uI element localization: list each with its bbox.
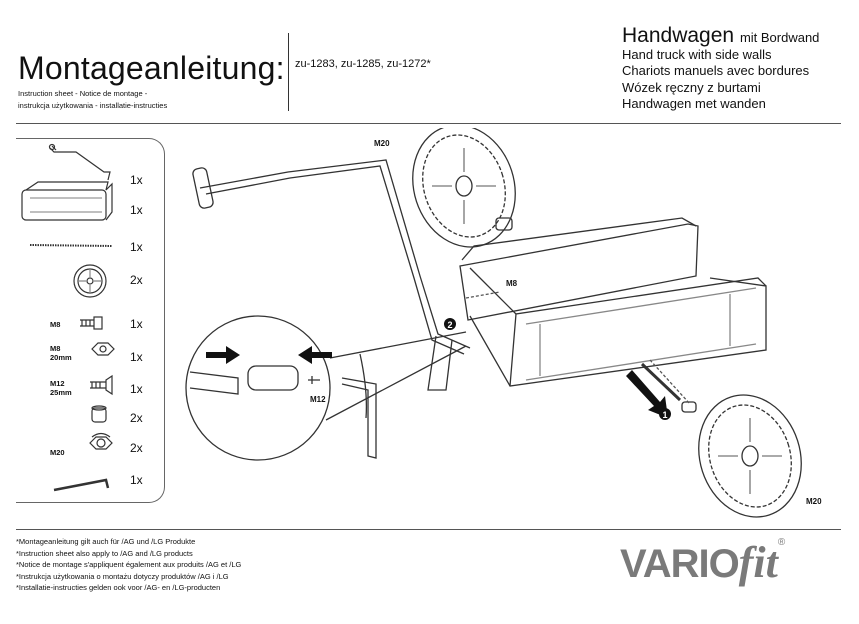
part-qty: 2x (130, 273, 143, 287)
product-name-en: Hand truck with side walls (622, 46, 772, 62)
part-sublabel: 25mm (50, 388, 72, 397)
part-label: M12 (50, 379, 65, 388)
footnote-line: *Installatie-instructies gelden ook voor… (16, 583, 221, 592)
bolt-icon (80, 316, 103, 330)
allen-key-icon (53, 478, 110, 492)
part-sublabel: 20mm (50, 353, 72, 362)
footer-rule (16, 529, 841, 530)
step-one-label: 1 (662, 410, 667, 420)
label-m8: M8 (506, 279, 518, 288)
label-m20-bottom: M20 (806, 497, 822, 506)
part-qty: 1x (130, 317, 143, 331)
arrow-diagonal-icon (626, 370, 668, 418)
part-qty: 1x (130, 350, 143, 364)
variofit-logo: VARIOfit® (620, 537, 785, 588)
model-numbers: zu-1283, zu-1285, zu-1272* (295, 58, 431, 70)
footnote-line: *Notice de montage s'appliquent égalemen… (16, 560, 242, 569)
assembly-diagram: 1 2 M20 M8 M12 M20 (185, 128, 822, 518)
step-one-badge (659, 408, 671, 420)
footnotes: *Montageanleitung gilt auch für /AG und … (16, 536, 241, 594)
parts-list-panel (16, 138, 165, 503)
label-m20-top: M20 (374, 139, 390, 148)
logo-fit: fit (738, 538, 778, 587)
step-two-badge (444, 318, 456, 330)
axle-rod-icon (29, 244, 113, 247)
logo-registered: ® (777, 537, 786, 548)
arrow-right-icon (206, 346, 240, 364)
footnote-line: *Instrukcja użytkowania o montażu dotycz… (16, 571, 229, 581)
product-names: Handwagen mit Bordwand Hand truck with s… (622, 25, 820, 113)
title-divider (288, 33, 289, 111)
subtitle-line: Instruction sheet - Notice de montage - (18, 89, 148, 98)
part-label: M20 (50, 448, 65, 457)
product-name-nl: Handwagen met wanden (622, 96, 766, 111)
parts-icons (21, 143, 115, 492)
part-qty: 1x (130, 203, 143, 217)
footnote-line: *Instruction sheet also apply to /AG and… (16, 548, 193, 558)
page-title: Montageanleitung: (18, 50, 285, 86)
wheel-bottom-drawing (681, 394, 802, 518)
cart-bed-drawing (459, 217, 767, 387)
cart-bed-icon (21, 181, 113, 221)
part-qty: 1x (130, 473, 143, 487)
axle-drawing (640, 362, 682, 402)
wheel-top-drawing (412, 128, 516, 248)
step-two-label: 2 (447, 320, 452, 330)
part-qty: 2x (130, 441, 143, 455)
product-name-fr: Chariots manuels avec bordures (622, 63, 810, 78)
product-main-suffix: mit Bordwand (739, 30, 820, 45)
detail-circle (185, 315, 467, 461)
product-main: Handwagen (622, 24, 735, 47)
nut-icon (91, 342, 115, 356)
arrow-left-icon (298, 346, 332, 364)
footnote-line: *Montageanleitung gilt auch für /AG und … (16, 537, 196, 546)
wheel-icon (73, 264, 107, 298)
handle-bar-icon (48, 143, 111, 181)
sleeve-icon (91, 405, 107, 423)
label-m12: M12 (310, 395, 326, 404)
part-qty: 1x (130, 173, 143, 187)
header-rule (16, 123, 841, 124)
lock-nut-icon (89, 432, 113, 450)
logo-vario: VARIO (620, 542, 740, 586)
part-qty: 1x (130, 382, 143, 396)
part-label: M8 (50, 344, 61, 353)
subtitle-line: instrukcja użytkowania - installatie-ins… (18, 101, 168, 110)
part-qty: 1x (130, 240, 143, 254)
product-name-pl: Wózek ręczny z burtami (622, 79, 761, 95)
subtitle-languages: Instruction sheet - Notice de montage - … (18, 88, 167, 112)
part-label: M8 (50, 320, 61, 329)
part-qty: 2x (130, 411, 143, 425)
screw-icon (90, 374, 113, 396)
product-name-main: Handwagen mit Bordwand (622, 25, 820, 47)
